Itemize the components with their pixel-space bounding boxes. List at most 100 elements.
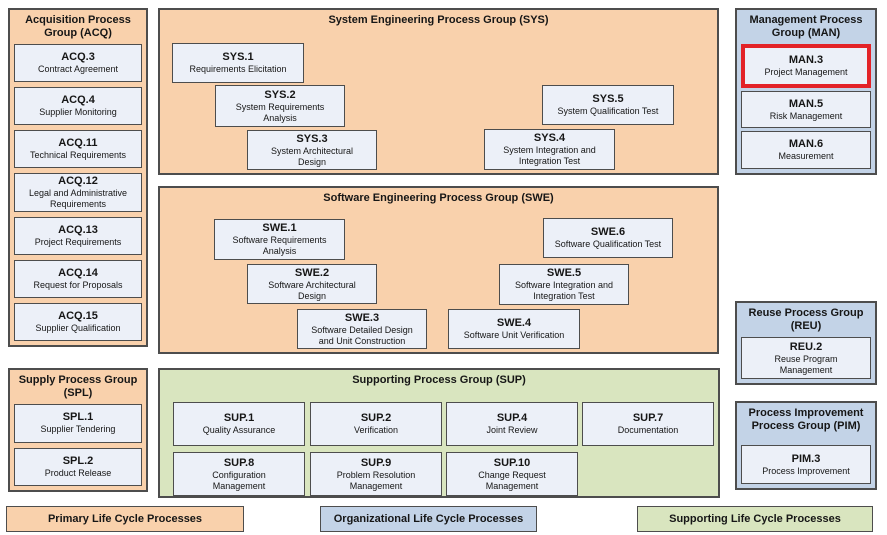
process-box-acq11: ACQ.11 Technical Requirements (14, 130, 142, 169)
process-id: MAN.6 (788, 138, 824, 151)
process-name: Reuse Program Management (774, 353, 838, 375)
group-sys-title: System Engineering Process Group (SYS) (328, 14, 549, 26)
process-box-spl1: SPL.1 Supplier Tendering (14, 404, 142, 443)
process-name: Project Requirements (34, 236, 122, 247)
process-name: Supplier Tendering (40, 424, 116, 435)
legend-primary-label: Primary Life Cycle Processes (47, 513, 203, 525)
process-box-swe3: SWE.3 Software Detailed Design and Unit … (297, 309, 427, 349)
process-id: SWE.1 (262, 222, 297, 234)
process-box-sys2: SYS.2 System Requirements Analysis (215, 85, 345, 127)
process-id: ACQ.4 (61, 94, 95, 107)
process-id: SUP.9 (360, 456, 392, 469)
process-box-man6: MAN.6 Measurement (741, 131, 871, 170)
process-box-spl2: SPL.2 Product Release (14, 447, 142, 486)
group-pim-stack: PIM.3 Process Improvement (737, 433, 875, 488)
group-sup: Supporting Process Group (SUP) SUP.1 Qua… (158, 368, 720, 498)
group-reu-stack: REU.2 Reuse Program Management (737, 333, 875, 383)
process-box-sup9: SUP.9 Problem Resolution Management (310, 452, 442, 496)
process-box-sup7: SUP.7 Documentation (582, 402, 714, 446)
group-swe-title: Software Engineering Process Group (SWE) (323, 192, 554, 204)
process-id: SUP.10 (493, 456, 531, 469)
group-acq-stack: ACQ.3 Contract Agreement ACQ.4 Supplier … (10, 40, 146, 345)
process-id: SUP.8 (223, 456, 255, 469)
process-name: Request for Proposals (33, 279, 123, 290)
process-id: REU.2 (789, 340, 823, 353)
process-box-swe6: SWE.6 Software Qualification Test (543, 218, 673, 258)
process-id: SYS.3 (296, 132, 328, 145)
process-id: SUP.7 (632, 412, 664, 424)
process-id: ACQ.15 (58, 309, 98, 322)
group-spl-title: Supply Process Group (SPL) (18, 374, 138, 399)
group-pim-title: Process Improvement Process Group (PIM) (748, 407, 864, 432)
process-box-sys4: SYS.4 System Integration and Integration… (484, 129, 615, 170)
legend-supporting-label: Supporting Life Cycle Processes (669, 513, 841, 525)
group-reu-title: Reuse Process Group (REU) (748, 307, 864, 332)
legend-organizational: Organizational Life Cycle Processes (320, 506, 537, 532)
process-name: Quality Assurance (202, 425, 276, 435)
process-name: Change Request Management (478, 469, 546, 491)
process-name: Documentation (617, 425, 679, 435)
process-box-swe5: SWE.5 Software Integration and Integrati… (499, 264, 629, 305)
process-name: Requirements Elicitation (189, 64, 287, 74)
process-id: SUP.4 (496, 412, 528, 424)
process-id: ACQ.14 (58, 266, 98, 279)
process-id: ACQ.11 (58, 137, 98, 150)
process-box-acq15: ACQ.15 Supplier Qualification (14, 302, 142, 341)
process-box-sup1: SUP.1 Quality Assurance (173, 402, 305, 446)
process-name: Configuration Management (212, 469, 266, 491)
process-name: System Integration and Integration Test (503, 145, 596, 166)
process-name: Problem Resolution Management (336, 469, 416, 491)
group-man: Management Process Group (MAN) MAN.3 Pro… (735, 8, 877, 175)
process-id: SWE.4 (496, 317, 532, 329)
process-name: Verification (353, 425, 399, 435)
legend-primary: Primary Life Cycle Processes (6, 506, 244, 532)
legend-supporting: Supporting Life Cycle Processes (637, 506, 873, 532)
process-id: SWE.5 (546, 267, 582, 279)
process-name: System Architectural Design (270, 145, 354, 167)
process-name: Measurement (778, 151, 834, 162)
process-box-sys3: SYS.3 System Architectural Design (247, 130, 377, 170)
process-box-reu2: REU.2 Reuse Program Management (741, 337, 871, 379)
process-id: MAN.3 (788, 53, 824, 66)
process-name: Process Improvement (762, 465, 850, 476)
process-box-sys1: SYS.1 Requirements Elicitation (172, 43, 304, 83)
process-box-swe4: SWE.4 Software Unit Verification (448, 309, 580, 349)
process-name: Product Release (44, 467, 112, 478)
process-name: Software Integration and Integration Tes… (514, 280, 614, 301)
process-name: Legal and Administrative Requirements (28, 187, 128, 209)
process-id: SUP.2 (360, 412, 392, 424)
group-man-title: Management Process Group (MAN) (749, 14, 863, 39)
process-id: SWE.3 (344, 311, 380, 324)
process-name: System Qualification Test (557, 106, 659, 116)
process-id: SUP.1 (223, 412, 255, 424)
process-box-man5: MAN.5 Risk Management (741, 90, 871, 129)
process-box-acq14: ACQ.14 Request for Proposals (14, 259, 142, 298)
process-name: Risk Management (769, 110, 843, 121)
process-box-acq3: ACQ.3 Contract Agreement (14, 44, 142, 83)
process-id: SPL.2 (62, 454, 94, 467)
process-id: SYS.5 (592, 93, 624, 105)
process-id: SYS.2 (264, 88, 296, 101)
process-name: Project Management (764, 66, 848, 77)
group-spl-stack: SPL.1 Supplier Tendering SPL.2 Product R… (10, 400, 146, 490)
group-spl: Supply Process Group (SPL) SPL.1 Supplie… (8, 368, 148, 492)
process-id: ACQ.13 (58, 223, 98, 236)
group-acq-title: Acquisition Process Group (ACQ) (25, 14, 131, 39)
group-pim: Process Improvement Process Group (PIM) … (735, 401, 877, 490)
group-sys: System Engineering Process Group (SYS) S… (158, 8, 719, 175)
process-id: ACQ.3 (61, 51, 95, 64)
group-acq: Acquisition Process Group (ACQ) ACQ.3 Co… (8, 8, 148, 347)
process-box-sys5: SYS.5 System Qualification Test (542, 85, 674, 125)
process-name: Software Architectural Design (268, 279, 356, 301)
group-swe: Software Engineering Process Group (SWE)… (158, 186, 719, 354)
process-box-acq12: ACQ.12 Legal and Administrative Requirem… (14, 173, 142, 212)
process-box-sup10: SUP.10 Change Request Management (446, 452, 578, 496)
process-box-sup4: SUP.4 Joint Review (446, 402, 578, 446)
process-id: ACQ.12 (58, 174, 98, 187)
process-name: Software Unit Verification (463, 330, 565, 340)
process-name: Joint Review (486, 425, 538, 435)
process-box-swe2: SWE.2 Software Architectural Design (247, 264, 377, 304)
process-name: Software Qualification Test (554, 239, 662, 249)
process-box-pim3: PIM.3 Process Improvement (741, 445, 871, 484)
process-name: Supplier Monitoring (39, 107, 117, 118)
